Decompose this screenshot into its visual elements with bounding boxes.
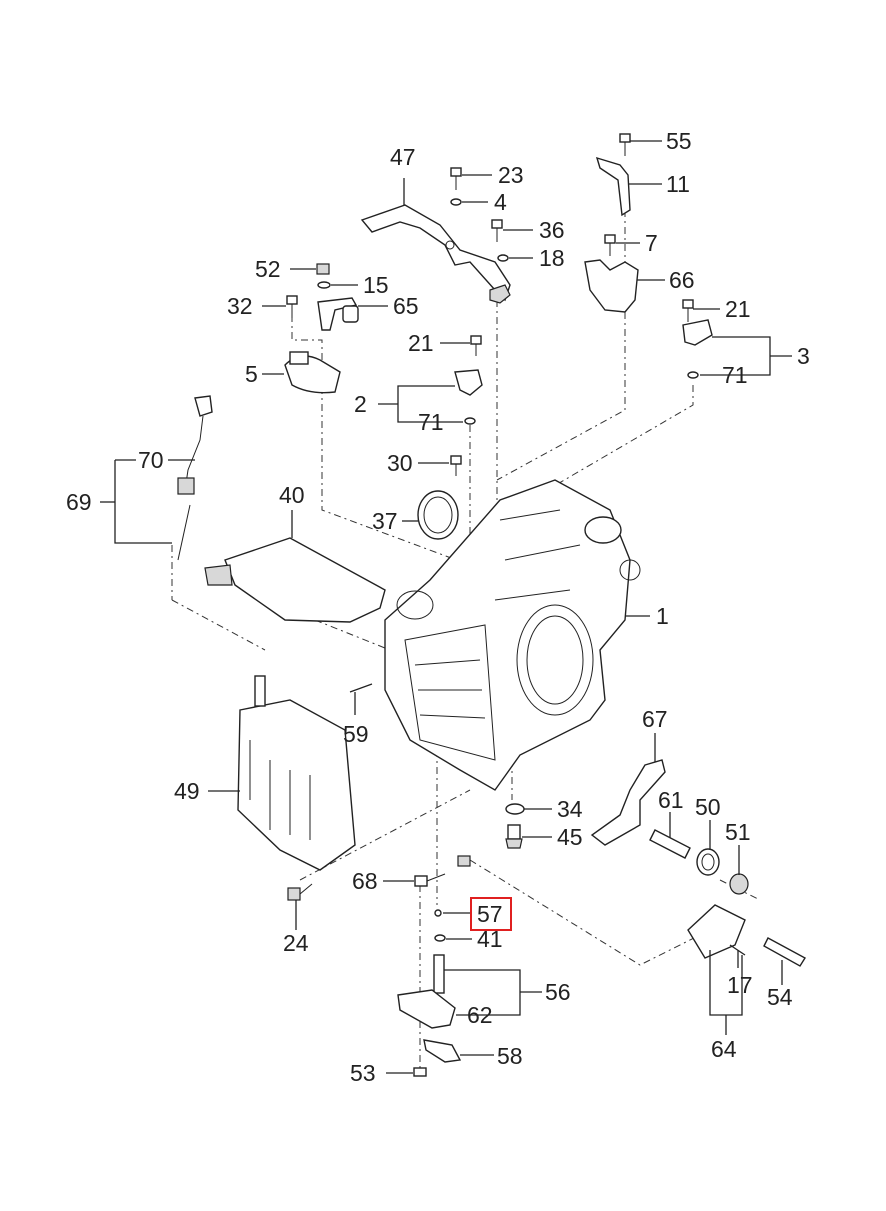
part-dipstick-70 <box>177 395 213 561</box>
label-11: 11 <box>666 171 690 197</box>
label-70: 70 <box>138 447 164 473</box>
part-bracket-11 <box>595 156 631 217</box>
part-oilpan-49 <box>237 675 356 871</box>
part-washer-15 <box>317 281 331 289</box>
label-69: 69 <box>66 489 92 515</box>
part-grommet <box>489 284 511 304</box>
label-18: 18 <box>539 245 565 271</box>
part-bolt-21-right <box>682 299 694 322</box>
part-seal-37 <box>417 490 459 540</box>
label-41: 41 <box>477 926 503 952</box>
part-bolt-53 <box>413 1067 427 1077</box>
part-plug-45 <box>505 824 523 849</box>
part-switch-5 <box>284 351 341 394</box>
part-bushing-51 <box>729 873 749 895</box>
label-34: 34 <box>557 796 583 822</box>
label-40: 40 <box>279 482 305 508</box>
part-bracket-66 <box>584 259 639 313</box>
part-bolt-32 <box>286 295 298 318</box>
leader-lines <box>100 140 792 1074</box>
part-bolt-21-center <box>470 335 482 356</box>
label-62: 62 <box>467 1002 493 1028</box>
label-37: 37 <box>372 508 398 534</box>
label-24: 24 <box>283 930 309 956</box>
label-61: 61 <box>658 787 684 813</box>
part-shaft-56 <box>433 954 445 994</box>
part-bolt-23 <box>450 167 462 190</box>
label-59: 59 <box>343 721 369 747</box>
highlight-box-57 <box>470 897 512 931</box>
part-sensor-2 <box>454 369 483 396</box>
part-oring-71-center <box>464 417 476 425</box>
part-oring-34 <box>505 803 525 815</box>
label-21-right: 21 <box>725 296 751 322</box>
label-47: 47 <box>390 144 416 170</box>
part-oring-18 <box>497 254 509 262</box>
part-bolt-36 <box>491 219 503 242</box>
label-4: 4 <box>494 189 507 215</box>
part-plate-62 <box>397 989 456 1029</box>
label-21-center: 21 <box>408 330 434 356</box>
label-66: 66 <box>669 267 695 293</box>
label-64: 64 <box>711 1036 737 1062</box>
part-lever-65 <box>317 297 359 331</box>
part-washer-57 <box>434 909 442 917</box>
label-7: 7 <box>645 230 658 256</box>
label-30: 30 <box>387 450 413 476</box>
label-45: 45 <box>557 824 583 850</box>
part-sensor-3 <box>682 319 713 346</box>
part-stud-68 <box>457 855 471 867</box>
label-15: 15 <box>363 272 389 298</box>
label-23: 23 <box>498 162 524 188</box>
label-57: 57 <box>477 901 503 927</box>
part-washer-4 <box>450 198 462 206</box>
label-55: 55 <box>666 128 692 154</box>
part-bolt-55 <box>619 133 631 156</box>
label-54: 54 <box>767 984 793 1010</box>
label-2: 2 <box>354 391 367 417</box>
label-67: 67 <box>642 706 668 732</box>
label-17: 17 <box>727 972 753 998</box>
label-50: 50 <box>695 794 721 820</box>
part-filter-40 <box>204 537 386 623</box>
part-bolt-7 <box>604 234 616 256</box>
part-bolt-24 <box>287 883 313 901</box>
label-58: 58 <box>497 1043 523 1069</box>
label-36: 36 <box>539 217 565 243</box>
label-53: 53 <box>350 1060 376 1086</box>
label-1: 1 <box>656 603 669 629</box>
label-68: 68 <box>352 868 378 894</box>
label-65: 65 <box>393 293 419 319</box>
part-lever-67 <box>590 759 666 846</box>
part-nut-52 <box>316 263 330 275</box>
label-3: 3 <box>797 343 810 369</box>
part-rod-54 <box>763 937 806 967</box>
part-case-1 <box>384 479 641 791</box>
label-52: 52 <box>255 256 281 282</box>
label-56: 56 <box>545 979 571 1005</box>
label-49: 49 <box>174 778 200 804</box>
part-shaft-61 <box>649 829 691 859</box>
part-bracket-58 <box>423 1039 462 1063</box>
label-71-right: 71 <box>722 362 748 388</box>
label-5: 5 <box>245 361 258 387</box>
label-32: 32 <box>227 293 253 319</box>
part-seal-50 <box>696 848 720 876</box>
part-bolt-68 <box>414 873 446 887</box>
label-51: 51 <box>725 819 751 845</box>
part-bolt-30 <box>450 455 462 476</box>
part-pin-59 <box>349 683 373 693</box>
label-71-center: 71 <box>418 409 444 435</box>
part-labels: 55 11 47 23 4 36 18 7 66 52 15 32 65 21 … <box>66 128 810 1086</box>
part-oring-41 <box>434 934 446 942</box>
part-oring-71-right <box>687 371 699 379</box>
